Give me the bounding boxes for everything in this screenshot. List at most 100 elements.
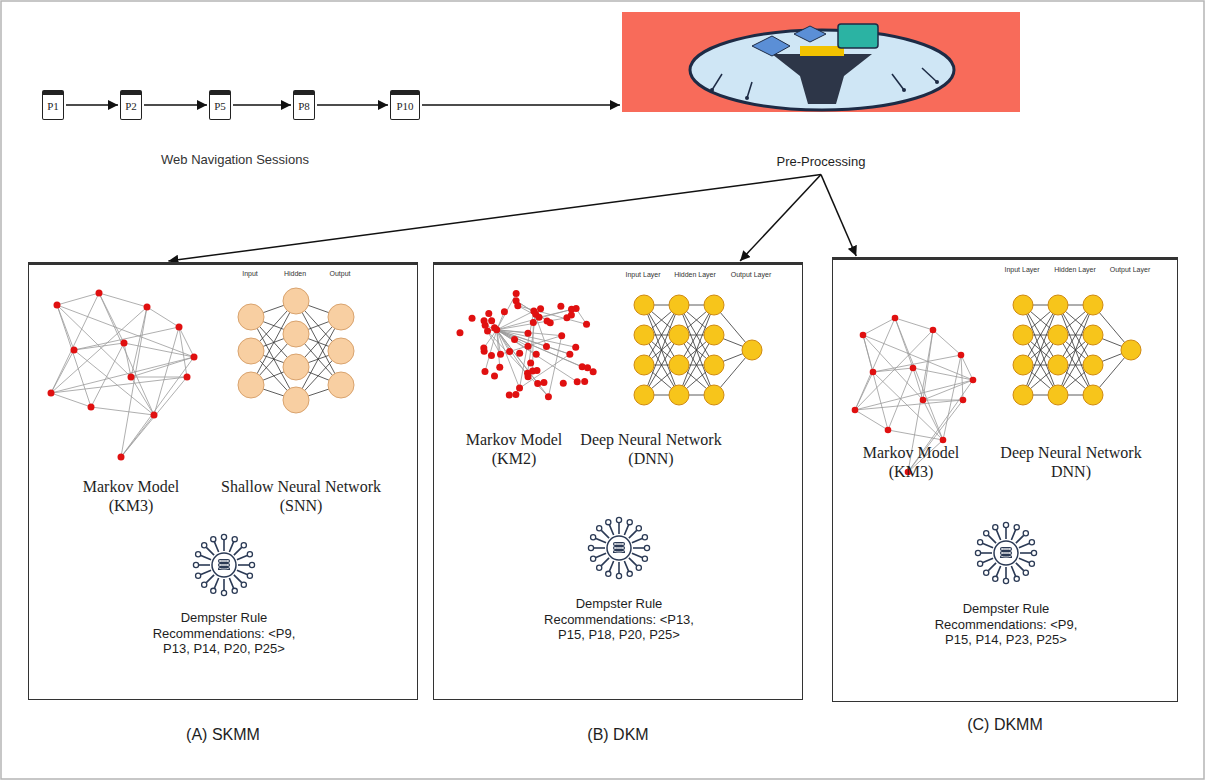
graph-state: [557, 303, 564, 310]
graph-link: [74, 327, 179, 350]
graph-state: [584, 364, 591, 371]
layer-label: Input Layer: [1004, 266, 1039, 273]
graph-state: [513, 290, 520, 297]
graph-state: [128, 374, 135, 381]
graph-link: [873, 368, 913, 372]
graph-state: [514, 302, 521, 309]
nn-neuron: [1013, 325, 1033, 345]
nn-neuron: [1013, 385, 1033, 405]
nn-neuron: [669, 385, 689, 405]
graph-link: [131, 377, 154, 415]
graph-link: [99, 293, 154, 415]
node-label: Markov Model (KM3): [841, 443, 981, 481]
nn-neuron: [283, 288, 309, 314]
graph-link: [497, 330, 577, 382]
graph-link: [51, 377, 187, 393]
node-label: Deep Neural Network (DNN): [566, 430, 736, 468]
nn-weight: [1058, 305, 1093, 395]
graph-link: [57, 293, 99, 305]
graph-link: [121, 377, 187, 457]
node-label: Markov Model (KM3): [66, 477, 196, 515]
flow-arrow: [168, 175, 821, 261]
graph-link: [548, 336, 561, 397]
graph-link: [51, 293, 99, 393]
graph-state: [533, 351, 540, 358]
graph-state: [481, 317, 488, 324]
page-icon: P5: [209, 90, 231, 120]
flow-arrow: [66, 104, 118, 106]
graph-link: [497, 330, 582, 367]
neural-network: [1013, 295, 1141, 405]
node-label: Deep Neural Network DNN): [986, 443, 1156, 481]
graph-link: [863, 335, 973, 380]
graph-state: [488, 352, 495, 359]
graph-link: [124, 343, 194, 357]
database-icon: [588, 517, 649, 578]
graph-state: [545, 393, 552, 400]
nn-neuron: [1048, 295, 1068, 315]
database-icon: [975, 522, 1036, 583]
nn-neuron: [1048, 355, 1068, 375]
graph-link: [51, 307, 147, 393]
graph-state: [491, 373, 498, 380]
nn-neuron: [1121, 340, 1141, 360]
graph-link: [51, 393, 91, 407]
node-label: Pre-Processing: [622, 154, 1020, 170]
graph-state: [530, 319, 537, 326]
graph-state: [497, 351, 504, 358]
graph-link: [121, 357, 194, 457]
graph-link: [520, 354, 570, 388]
graph-state: [151, 412, 158, 419]
graph-state: [568, 311, 575, 318]
graph-state: [512, 391, 519, 398]
graph-link: [908, 400, 963, 472]
graph-state: [537, 305, 544, 312]
page-icon: P8: [293, 90, 315, 120]
page-label: P8: [294, 95, 314, 118]
graph-state: [892, 315, 899, 322]
graph-link: [913, 368, 973, 380]
node-label: Dempster Rule Recommendations: <P9, P15,…: [921, 601, 1091, 648]
nn-neuron: [742, 340, 762, 360]
graph-link: [497, 330, 536, 354]
graph-link: [57, 305, 194, 357]
node-label: Dempster Rule Recommendations: <P13, P15…: [534, 596, 704, 643]
graph-state: [583, 321, 590, 328]
layer-label: Hidden: [284, 270, 306, 277]
graph-state: [501, 308, 508, 315]
model-panel: Markov Model (KM2)Deep Neural Network (D…: [433, 262, 803, 700]
graph-link: [895, 318, 943, 440]
graph-link: [888, 368, 913, 430]
nn-weight: [1023, 305, 1058, 395]
graph-state: [511, 336, 518, 343]
nn-neuron: [1083, 325, 1103, 345]
node-label: Shallow Neural Network (SNN): [216, 477, 386, 515]
layer-label: Output Layer: [731, 271, 771, 278]
model-panel: Markov Model (KM3)Deep Neural Network DN…: [832, 257, 1178, 702]
nn-neuron: [328, 338, 354, 364]
graph-state: [574, 378, 581, 385]
layer-label: Output: [329, 270, 350, 277]
nn-neuron: [238, 338, 264, 364]
graph-state: [940, 437, 947, 444]
panel-caption: (B) DKM: [434, 725, 802, 744]
page-icon: P10: [390, 90, 420, 120]
layer-label: Input Layer: [625, 271, 660, 278]
panel-caption: (A) SKMM: [29, 725, 417, 744]
graph-state: [560, 380, 567, 387]
graph-state: [566, 351, 573, 358]
nn-neuron: [634, 325, 654, 345]
nn-weight: [644, 305, 679, 395]
graph-state: [930, 327, 937, 334]
graph-link: [943, 355, 961, 440]
graph-link: [57, 305, 91, 407]
nn-weight: [1023, 305, 1058, 395]
graph-state: [191, 354, 198, 361]
graph-state: [544, 317, 551, 324]
page-label: P1: [43, 95, 63, 118]
graph-link: [855, 318, 895, 410]
graph-state: [910, 365, 917, 372]
flow-arrow: [422, 104, 620, 106]
nn-neuron: [704, 385, 724, 405]
graph-link: [51, 357, 194, 393]
